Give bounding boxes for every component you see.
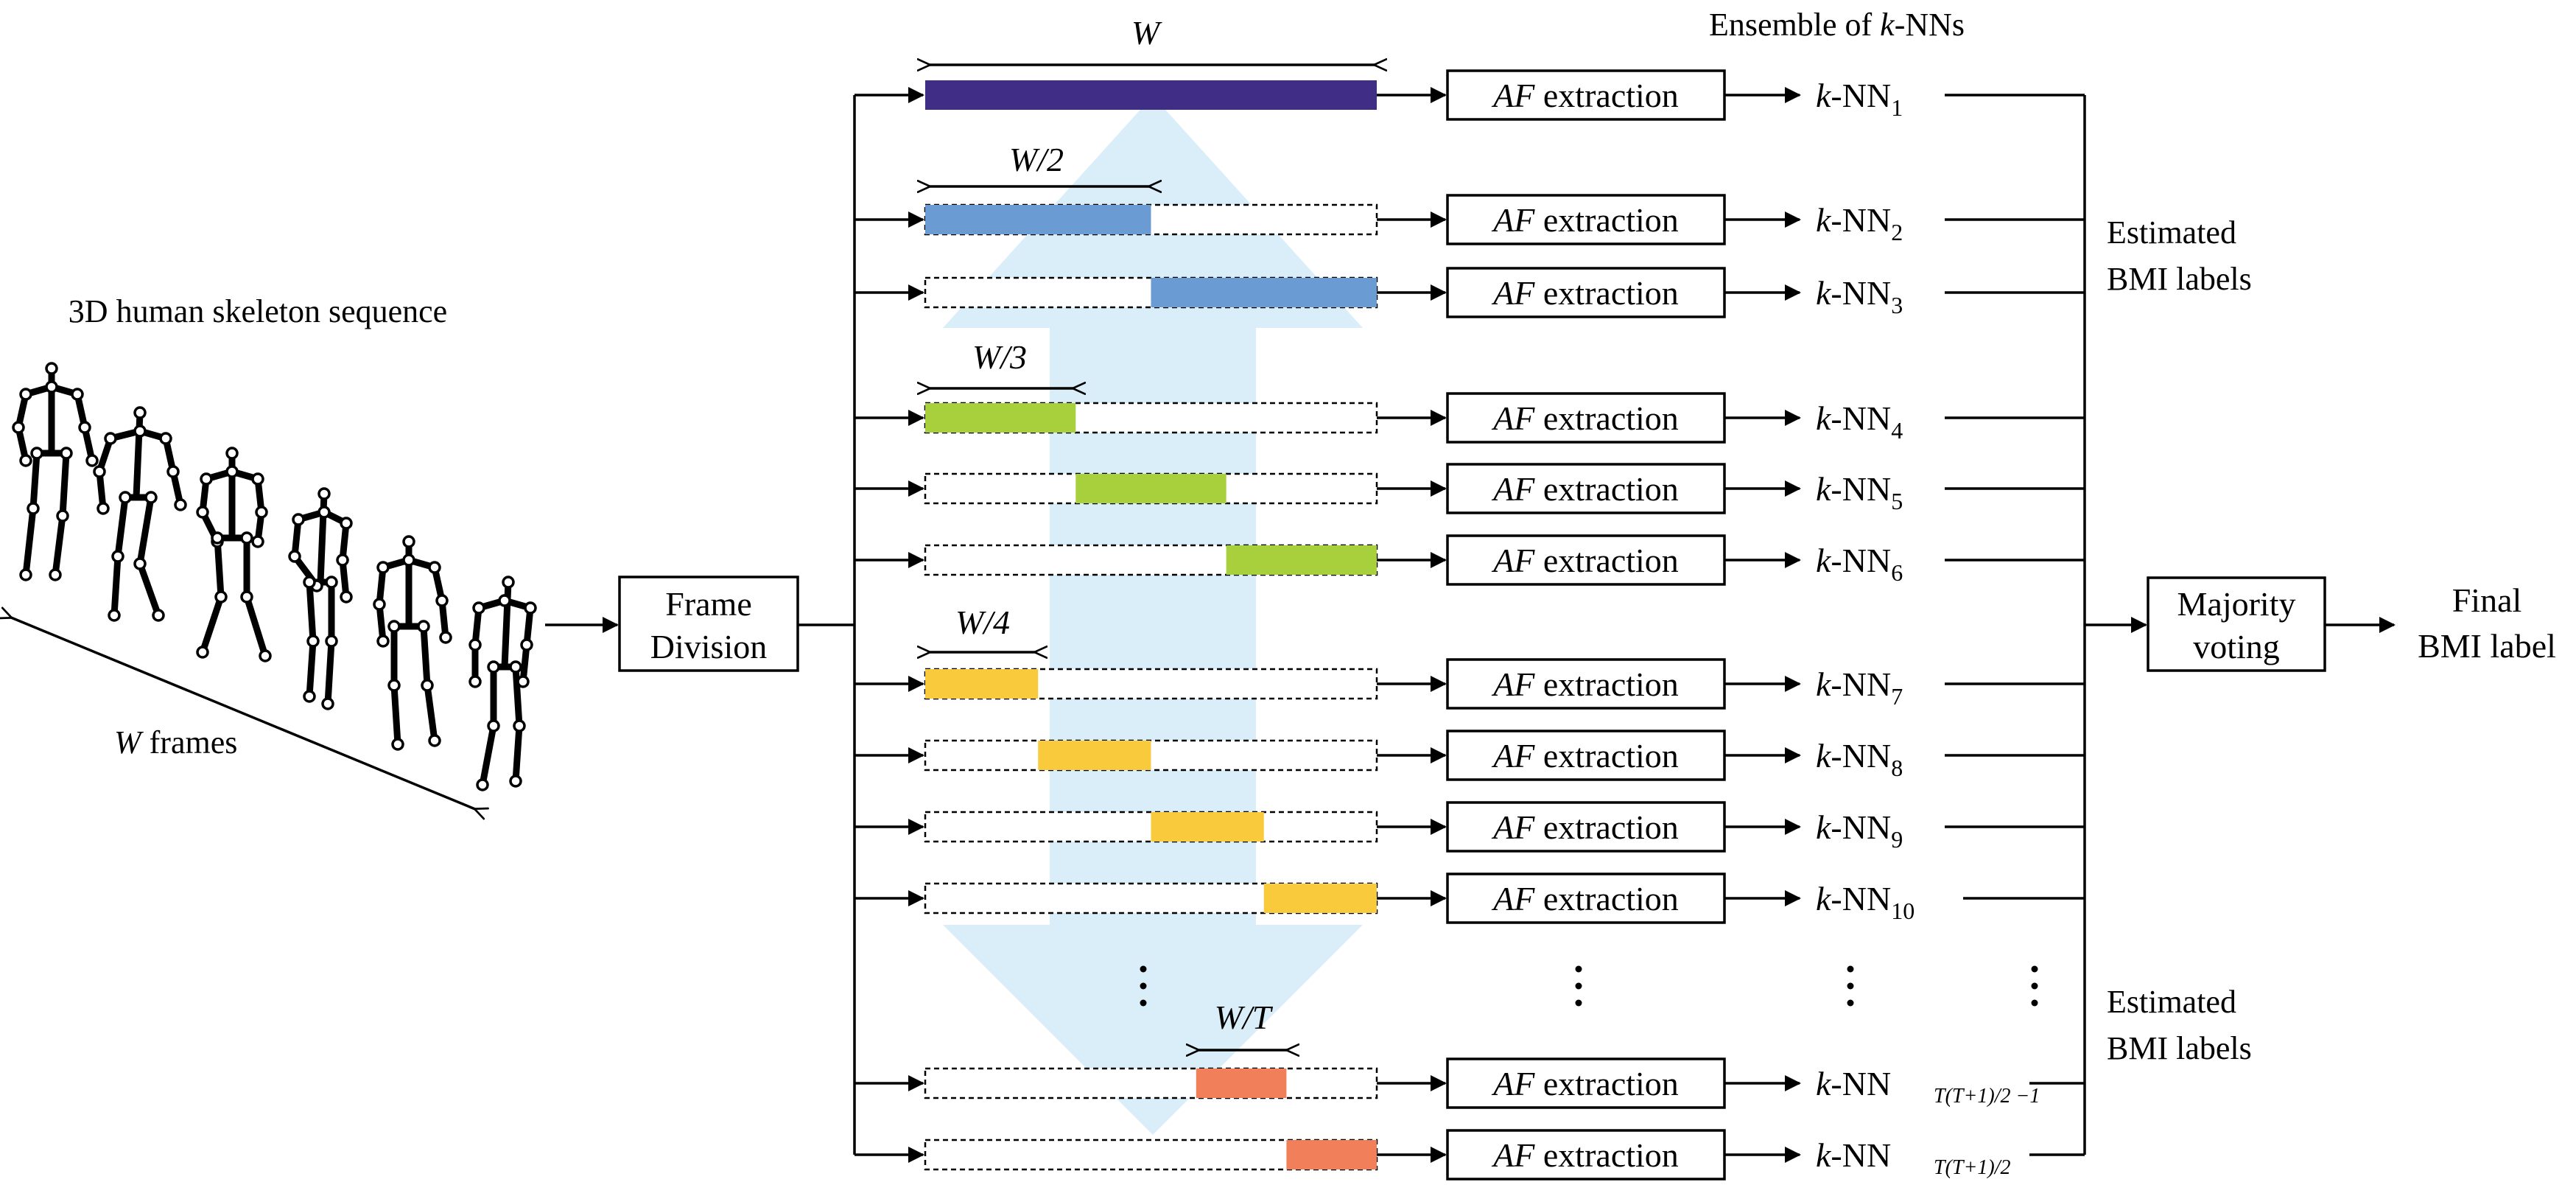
knn-label: k-NN3 xyxy=(1816,274,1903,318)
knn-label: k-NN4 xyxy=(1816,399,1903,444)
ellipsis-af xyxy=(1575,965,1582,1007)
af-extraction-label: AF extraction xyxy=(1491,665,1679,703)
final-label-line1: Final xyxy=(2452,581,2522,619)
estimated-labels-top-line1: Estimated xyxy=(2107,214,2236,251)
majority-voting-box xyxy=(2147,576,2326,672)
af-extraction-label: AF extraction xyxy=(1491,399,1679,437)
w-frames-arrow xyxy=(11,618,475,809)
branch-row: AF extraction k-NN9 xyxy=(854,801,2085,853)
knn-label: k-NN7 xyxy=(1816,665,1903,710)
af-extraction-box xyxy=(1446,1129,1726,1181)
branch-row: AF extraction k-NN3 xyxy=(854,267,2085,318)
branch-row: AF extraction k-NN2 xyxy=(854,194,2085,245)
window-label-w2: W/2 xyxy=(1009,141,1064,178)
window-segment xyxy=(1038,741,1151,770)
af-extraction-label: AF extraction xyxy=(1491,1136,1679,1174)
background-double-arrow xyxy=(943,96,1363,1135)
window-segment xyxy=(925,403,1076,433)
window-label-w4: W/4 xyxy=(955,604,1010,641)
af-extraction-label: AF extraction xyxy=(1491,201,1679,239)
branch-row: AF extraction k-NN5 xyxy=(854,463,2085,514)
branch-row: AF extraction k-NN4 xyxy=(854,392,2085,444)
skeleton-figure xyxy=(373,535,452,751)
knn-label: k-NN2 xyxy=(1816,201,1903,245)
af-extraction-label: AF extraction xyxy=(1491,1065,1679,1102)
branch-row: AF extraction k-NN7 xyxy=(854,658,2085,710)
window-segment xyxy=(1075,474,1226,503)
window-segment xyxy=(925,80,1377,110)
ellipsis-dots xyxy=(1140,965,2038,1007)
window-segment xyxy=(1151,812,1264,842)
ellipsis-windows xyxy=(1140,965,1147,1007)
skeleton-figure xyxy=(468,576,537,791)
knn-label: k-NN8 xyxy=(1816,737,1903,781)
af-extraction-box xyxy=(1446,534,1726,586)
skeleton-figure xyxy=(93,406,187,622)
window-segment xyxy=(1226,545,1377,575)
window-outline xyxy=(924,1067,1378,1099)
window-label-w: W xyxy=(1131,14,1162,52)
af-extraction-label: AF extraction xyxy=(1491,77,1679,114)
ellipsis-labels xyxy=(2031,965,2038,1007)
input-label: 3D human skeleton sequence xyxy=(69,293,447,329)
af-extraction-label: AF extraction xyxy=(1491,808,1679,846)
af-extraction-label: AF extraction xyxy=(1491,542,1679,579)
af-extraction-box xyxy=(1446,872,1726,924)
knn-label: k-NN10 xyxy=(1816,880,1915,924)
knn-label: k-NN9 xyxy=(1816,808,1903,853)
af-extraction-label: AF extraction xyxy=(1491,470,1679,508)
window-segment xyxy=(1286,1140,1377,1169)
knn-subscript: T(T+1)/2 xyxy=(1934,1156,2010,1179)
frame-division-box xyxy=(618,576,799,672)
frame-division-label-line1: Frame xyxy=(665,585,752,623)
estimated-labels-bottom-line2: BMI labels xyxy=(2107,1030,2252,1066)
final-label-line2: BMI label xyxy=(2418,627,2556,665)
branch-row: AF extraction k-NN T(T+1)/2 xyxy=(854,1129,2085,1181)
window-labels: W W/2 W/3 W/4 W/T xyxy=(930,14,1375,1050)
af-extraction-box xyxy=(1446,658,1726,710)
knn-subscript: T(T+1)/2 −1 xyxy=(1934,1085,2040,1108)
frame-division-label-line2: Division xyxy=(650,628,767,665)
window-segment xyxy=(925,205,1151,234)
ellipsis-knn xyxy=(1847,965,1854,1007)
window-segment xyxy=(1196,1069,1287,1098)
branch-row: AF extraction k-NN10 xyxy=(854,872,2085,924)
w-frames-label: W frames xyxy=(114,724,237,760)
af-extraction-box xyxy=(1446,801,1726,853)
af-extraction-label: AF extraction xyxy=(1491,274,1679,312)
knn-label: k-NN xyxy=(1816,1065,1891,1102)
skeleton-figure xyxy=(12,362,99,581)
branch-row: AF extraction k-NN T(T+1)/2 −1 xyxy=(854,1057,2085,1109)
branch-row: AF extraction k-NN8 xyxy=(854,730,2085,781)
branch-row: AF extraction k-NN6 xyxy=(854,534,2085,586)
knn-label: k-NN xyxy=(1816,1136,1891,1174)
af-extraction-label: AF extraction xyxy=(1491,880,1679,917)
majority-voting-label-line2: voting xyxy=(2193,628,2280,665)
knn-label: k-NN1 xyxy=(1816,77,1903,121)
af-extraction-label: AF extraction xyxy=(1491,737,1679,774)
window-segment xyxy=(925,669,1039,699)
window-label-wt: W/T xyxy=(1215,999,1274,1036)
window-segment xyxy=(1151,278,1377,307)
af-extraction-box xyxy=(1446,730,1726,781)
knn-label: k-NN6 xyxy=(1816,542,1903,586)
ensemble-title: Ensemble of k-NNs xyxy=(1709,7,1965,43)
skeleton-figure xyxy=(196,447,272,662)
af-extraction-box xyxy=(1446,1057,1726,1109)
skeleton-figure xyxy=(288,487,353,710)
window-segment xyxy=(1263,884,1377,913)
branch-row: AF extraction k-NN1 xyxy=(854,69,2085,121)
window-label-w3: W/3 xyxy=(972,338,1027,376)
estimated-labels-top-line2: BMI labels xyxy=(2107,261,2252,297)
estimated-labels-bottom-line1: Estimated xyxy=(2107,984,2236,1020)
af-extraction-box xyxy=(1446,267,1726,318)
knn-label: k-NN5 xyxy=(1816,470,1903,514)
majority-voting-label-line1: Majority xyxy=(2177,585,2296,623)
